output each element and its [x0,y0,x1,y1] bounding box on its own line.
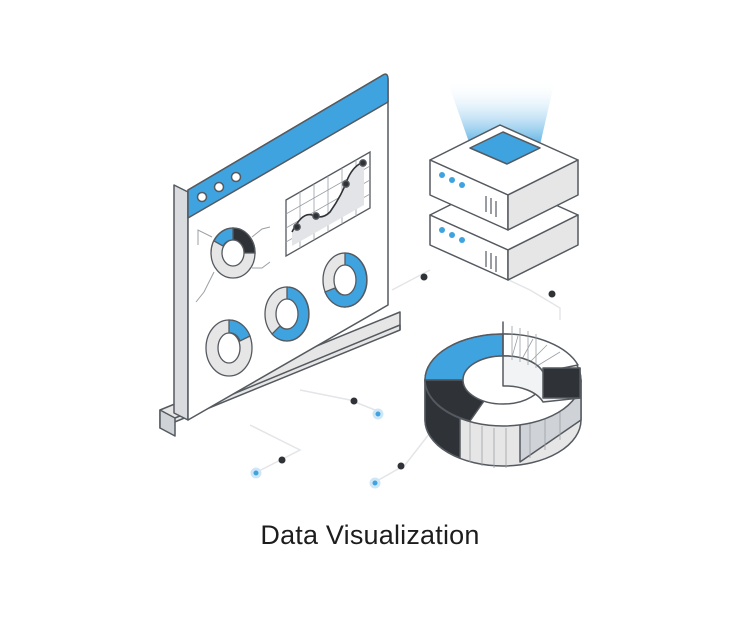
connector-dot [278,456,286,464]
connector-dot [420,273,428,281]
line-chart-icon [285,150,371,258]
connector-dot [548,290,556,298]
donut-chart-icon-2 [322,252,368,308]
3d-donut-chart-icon [424,321,582,468]
connector-dots [250,273,556,489]
dashboard-window-icon [159,73,401,437]
window-dot-2 [213,181,225,193]
window-dot-3 [230,171,242,183]
connector-dot-accent [250,467,262,479]
donut-chart-icon-3 [264,286,310,342]
connector-dot-accent [372,408,384,420]
connector-dot [350,397,358,405]
server-stack-icon [429,80,579,281]
donut-chart-icon-1 [195,226,271,303]
dashboard-content [195,150,371,377]
connector-dot-accent [369,477,381,489]
illustration-caption: Data Visualization [260,520,480,550]
window-dot-1 [196,191,208,203]
donut-chart-icon-4 [205,319,253,377]
connector-dot [397,462,405,470]
